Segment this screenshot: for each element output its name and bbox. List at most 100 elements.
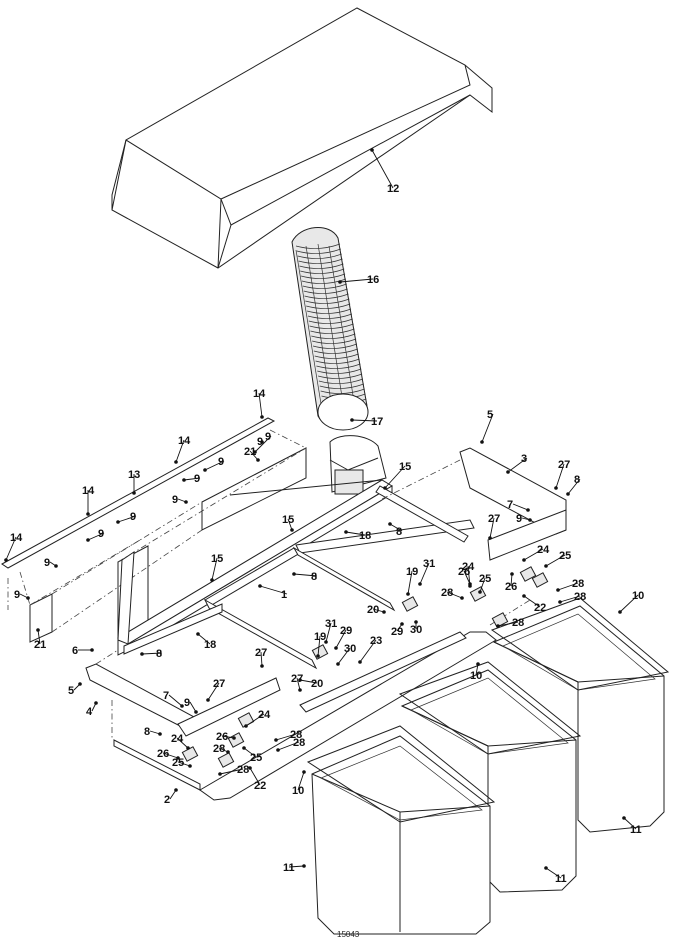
leader-c1	[259, 585, 288, 595]
hose-rib	[295, 243, 341, 249]
fastener-c9h	[26, 596, 30, 600]
leader-c31b	[325, 622, 332, 643]
leader-c11a	[623, 817, 637, 830]
fastener-c9d	[184, 500, 188, 504]
fastener-c28b	[496, 624, 500, 628]
fastener-c20a	[382, 610, 386, 614]
callout-labels: 1216171414141413999999999992121151515553…	[10, 183, 644, 885]
callout-c9c: 9	[194, 473, 200, 485]
callout-c8a: 8	[574, 474, 580, 486]
fastener-c25d	[188, 764, 192, 768]
callout-c17: 17	[371, 416, 383, 428]
callout-c5a: 5	[487, 409, 493, 421]
fastener-c31b	[324, 640, 328, 644]
leader-c28f	[219, 768, 244, 775]
leader-c17	[351, 419, 378, 422]
leader-c26d	[162, 752, 179, 759]
fastener-c24b	[522, 558, 526, 562]
leader-c14d	[5, 536, 17, 561]
callout-c30b: 30	[344, 643, 356, 655]
fastener-c22b	[248, 766, 252, 770]
leader-c23	[359, 639, 377, 663]
callout-c14c: 14	[82, 485, 95, 497]
callout-c9g: 9	[44, 557, 50, 569]
hinge-bracket	[311, 644, 329, 660]
fastener-c9j	[528, 518, 532, 522]
leader-c28h	[277, 741, 300, 751]
leader-c27e	[296, 677, 301, 691]
fastener-c8c	[292, 572, 296, 576]
leader-c9b	[204, 460, 225, 471]
fastener-c13	[132, 491, 136, 495]
leader-c25b	[545, 554, 566, 567]
callout-c28d: 28	[574, 591, 586, 603]
fastener-c28f	[218, 772, 222, 776]
leader-c15c	[211, 557, 218, 581]
fastener-c3	[506, 470, 510, 474]
leader-c26a	[463, 570, 471, 585]
hose-rib	[302, 283, 347, 289]
leader-c24c	[245, 713, 265, 727]
callout-c18a: 18	[359, 530, 371, 542]
fastener-c7b	[180, 704, 184, 708]
fastener-c24c	[244, 724, 248, 728]
fastener-c14c	[86, 512, 90, 516]
fastener-c12	[370, 148, 374, 152]
leader-c20b	[299, 679, 318, 684]
fastener-c8e	[158, 732, 162, 736]
callout-c28e: 28	[213, 743, 225, 755]
leader-c27c	[260, 651, 263, 667]
hose-rib	[304, 293, 349, 299]
fastener-c27d	[206, 698, 210, 702]
leader-c25c	[243, 747, 257, 758]
fastener-c21b	[36, 628, 40, 632]
fastener-c30a	[414, 620, 418, 624]
leader-c15a	[384, 465, 406, 489]
callout-c19b: 19	[314, 631, 326, 643]
fastener-c27e	[298, 688, 302, 692]
fastener-c19a	[406, 592, 410, 596]
leader-c11c	[288, 865, 305, 868]
fastener-c19b	[316, 654, 320, 658]
fastener-c9c	[182, 478, 186, 482]
callout-c25a: 25	[479, 573, 491, 585]
hose-rib	[301, 273, 346, 279]
callout-c28h: 28	[293, 737, 305, 749]
leader-c5a	[481, 413, 494, 443]
hose-rib	[309, 323, 354, 329]
callout-c28c: 28	[572, 578, 584, 590]
fastener-c28g	[274, 738, 278, 742]
leader-c29b	[335, 629, 347, 649]
fastener-c8b	[388, 522, 392, 526]
leader-lines	[4, 148, 639, 879]
hinge-bracket	[401, 596, 419, 612]
callout-c8e: 8	[144, 726, 150, 738]
callout-c16: 16	[367, 274, 379, 286]
hose-rib	[297, 253, 342, 259]
hose-rib	[300, 268, 345, 274]
fastener-c28c	[556, 588, 560, 592]
callout-c5b: 5	[68, 685, 74, 697]
leader-c18b	[197, 633, 211, 645]
base-plate	[111, 599, 531, 801]
leader-c10b	[475, 663, 479, 676]
callout-c27b: 27	[488, 513, 500, 525]
leader-c3	[507, 457, 528, 473]
callout-c24a: 24	[462, 561, 475, 573]
callout-c10a: 10	[632, 590, 644, 602]
fastener-c8a	[566, 492, 570, 496]
leader-c26c	[221, 735, 235, 739]
callout-c26a: 26	[458, 566, 470, 578]
callout-c30a: 30	[410, 624, 422, 636]
fastener-c10c	[302, 770, 306, 774]
callout-c28b: 28	[512, 617, 524, 629]
callout-c23: 23	[370, 635, 382, 647]
hose-rib	[313, 348, 358, 354]
callout-c12: 12	[387, 183, 399, 195]
hose-rib	[298, 258, 343, 264]
figure-number: 15043	[337, 930, 360, 939]
leader-c19a	[407, 570, 413, 595]
fastener-c11a	[622, 816, 626, 820]
leader-c27a	[555, 463, 565, 489]
callout-c14a: 14	[253, 388, 266, 400]
